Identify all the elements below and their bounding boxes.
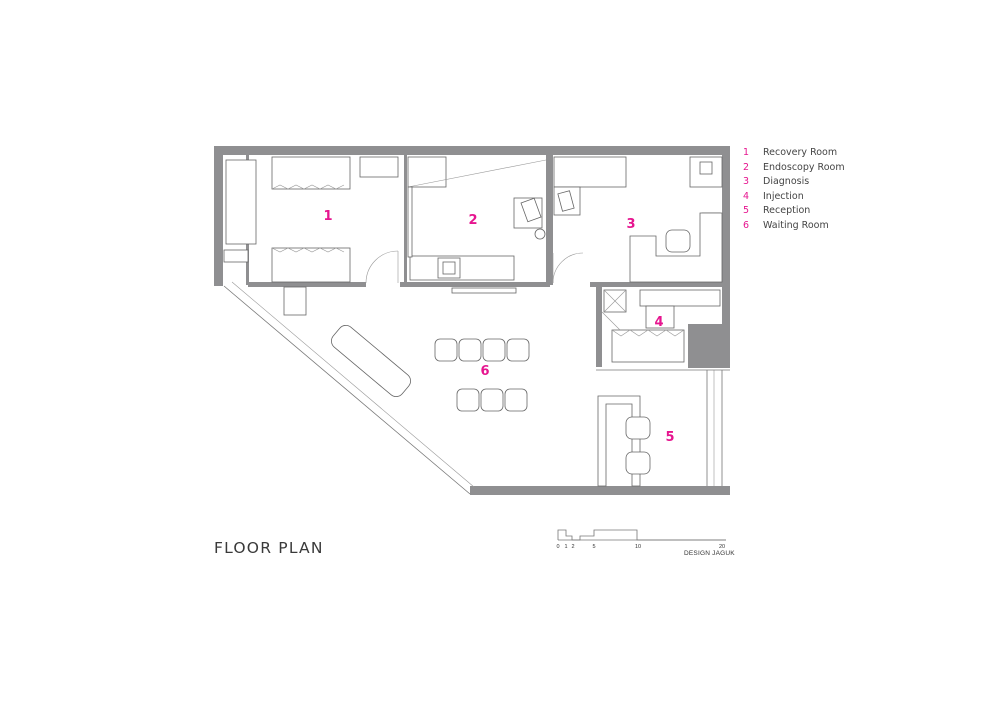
room-number-1: 1 [323, 209, 332, 224]
room-number-5: 5 [665, 430, 674, 445]
legend-number: 1 [743, 147, 750, 158]
legend-item: 4 Injection [743, 190, 845, 205]
legend-label: Waiting Room [763, 219, 829, 231]
waiting-seats-row-1 [434, 338, 530, 362]
scale-label-10: 10 [635, 544, 641, 550]
legend-number: 5 [743, 205, 750, 217]
scale-bar: 0 1 2 5 10 20 [556, 529, 726, 550]
legend-item: 5 Reception [743, 204, 845, 219]
scale-label-1: 1 [564, 544, 567, 550]
diagonal-facade [223, 249, 475, 495]
reception-furniture [597, 395, 651, 487]
room-number-2: 2 [468, 213, 477, 228]
legend-label: Injection [763, 190, 804, 202]
legend-number: 3 [743, 176, 750, 188]
design-credit: DESIGN JAGUK [684, 550, 735, 557]
walls [214, 146, 730, 495]
room-number-3: 3 [626, 217, 635, 232]
scale-label-5: 5 [592, 544, 595, 550]
room-labels: 1 2 3 4 5 6 [323, 209, 674, 445]
endoscopy-room-furniture [407, 156, 547, 294]
injection-room-furniture [601, 289, 721, 363]
scale-label-20: 20 [719, 544, 725, 550]
legend-item: 3 Diagnosis [743, 175, 845, 190]
legend-label: Endoscopy Room [763, 161, 845, 173]
room-legend: 1 Recovery Room 2 Endoscopy Room 3 Diagnosi… [743, 146, 845, 234]
legend-label: Reception [763, 205, 811, 217]
page-title: FLOOR PLAN [214, 539, 324, 557]
legend-number: 6 [743, 219, 750, 231]
waiting-room-furniture [331, 324, 530, 412]
legend-number: 4 [743, 190, 750, 202]
scale-label-0: 0 [556, 544, 559, 550]
legend-item: 1 Recovery Room [743, 146, 845, 161]
legend-item: 6 Waiting Room [743, 219, 845, 234]
room-number-4: 4 [654, 315, 663, 330]
legend-label: Diagnosis [763, 176, 810, 188]
room-number-6: 6 [480, 364, 489, 379]
legend-item: 2 Endoscopy Room [743, 161, 845, 176]
recovery-room-furniture [225, 156, 399, 316]
waiting-seats-row-2 [456, 388, 528, 412]
legend-label: Recovery Room [763, 147, 838, 158]
scale-label-2: 2 [571, 544, 574, 550]
legend-number: 2 [743, 161, 750, 173]
right-facade [596, 369, 730, 486]
diagnosis-room-furniture [552, 156, 723, 284]
